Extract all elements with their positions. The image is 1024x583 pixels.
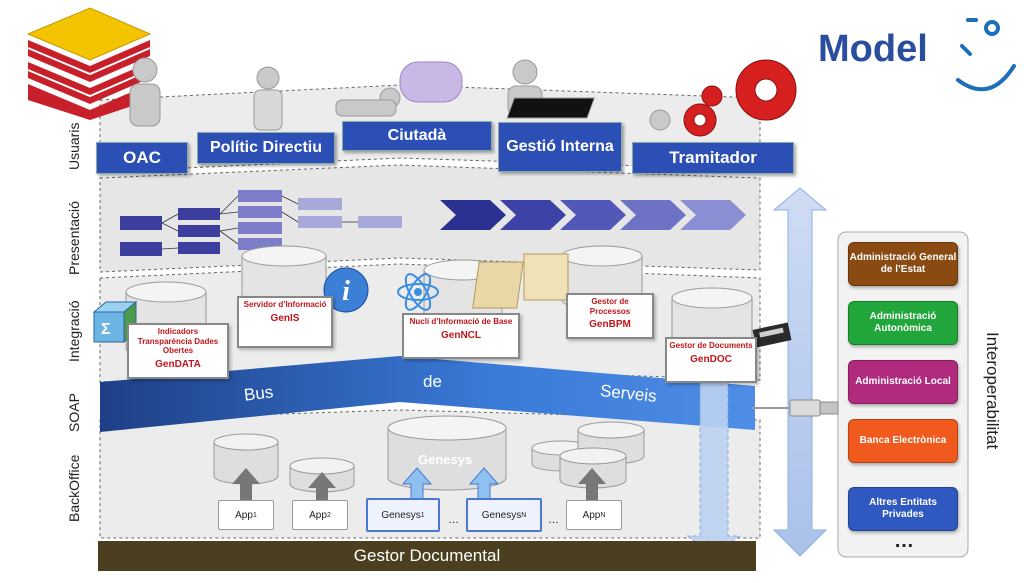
infobox-genncl: Nucli d’Informació de Base GenNCL [402,313,520,359]
layer-label-usuaris: Usuaris [66,122,82,170]
svg-text:Σ: Σ [101,321,111,338]
interop-ellipsis: … [894,530,914,552]
svg-text:i: i [342,276,350,307]
genncl-code: GenNCL [441,329,481,341]
backoffice-databases [213,415,645,493]
genesysN-label: Genesys [481,509,522,521]
gendoc-code: GenDOC [690,353,732,365]
genbpm-code: GenBPM [589,319,631,331]
gendata-code: GenDATA [155,358,201,370]
bus-label-bus: Bus [242,382,275,405]
genesysN-sub: N [521,511,527,519]
bus-band [100,356,755,432]
gendoc-desc: Gestor de Documents [669,341,753,350]
user-gestio-interna: Gestió Interna [498,122,622,172]
usb-cable-icon [752,399,839,417]
gestor-documental-bar: Gestor Documental [98,541,756,571]
atom-icon [397,273,439,311]
genis-desc: Servidor d’Informació [243,300,327,309]
user-tramitador: Tramitador [632,142,794,174]
layer-label-backoffice: BackOffice [66,454,82,522]
genesys1-sub: 1 [420,511,425,519]
layer-label-integracio: Integració [66,300,82,362]
interop-item-age: Administració General de l’Estat [848,242,958,286]
interop-item-label: Administració Local [855,376,951,387]
infobox-gendoc: Gestor de Documents GenDOC [665,337,757,383]
app2-sub: 2 [326,511,331,519]
genbpm-desc: Gestor de Processos [589,297,631,316]
interop-item-banca: Banca Electrònica [848,419,958,463]
layer-label-soap: SOAP [66,393,82,432]
info-icon: i [323,267,369,313]
app1-label: App [235,509,253,521]
interop-item-label: Altres Entitats Privades [869,497,937,520]
appN-sub: N [600,511,606,519]
interop-item-label: Administració General de l’Estat [849,252,957,275]
app1-sub: 1 [252,511,257,519]
app-up-arrows [232,467,606,501]
layer-label-presentacio: Presentació [66,201,82,275]
infobox-gendata: Indicadors Transparència Dades Obertes G… [127,323,229,379]
process-chevrons-icon [440,200,746,230]
model-logo-icon [956,18,1016,92]
infobox-genis: Servidor d’Informació GenIS [237,296,333,348]
gears-icon [683,59,797,137]
interoperabilitat-label: Interoperabilitat [983,332,1002,450]
user-politic-directiu: Polític Directiu [197,132,335,164]
gendata-desc: Indicadors Transparència Dades Obertes [137,327,219,356]
interop-item-privades: Altres Entitats Privades [848,487,958,531]
interop-item-autonomica: Administració Autonòmica [848,301,958,345]
app2-label: App [309,509,327,521]
books-stack-icon [26,7,152,120]
genis-code: GenIS [270,312,300,324]
interop-item-label: Administració Autonòmica [869,311,937,334]
interop-item-label: Banca Electrònica [859,435,947,446]
vertical-double-arrow [772,187,828,557]
genncl-desc: Nucli d’Informació de Base [409,317,513,326]
genesys-db-label: Genesys [418,452,473,467]
folder-icon [472,253,569,309]
tree-diagram-icon [120,190,402,256]
spreadsheet-cube-icon: Σ [92,300,138,344]
ellipsis-2: … [548,514,559,526]
appN-label: App [582,509,601,521]
bus-label-de: de [423,372,442,391]
infobox-genbpm: Gestor de Processos GenBPM [566,293,654,339]
genesys1-label: Genesys [381,509,421,521]
user-ciutada: Ciutadà [342,121,492,151]
page-title: Model [818,28,928,70]
user-figures [129,57,671,131]
interop-item-local: Administració Local [848,360,958,404]
user-oac: OAC [96,142,188,174]
tape-drive-icon [752,322,792,348]
ellipsis-1: … [448,514,459,526]
